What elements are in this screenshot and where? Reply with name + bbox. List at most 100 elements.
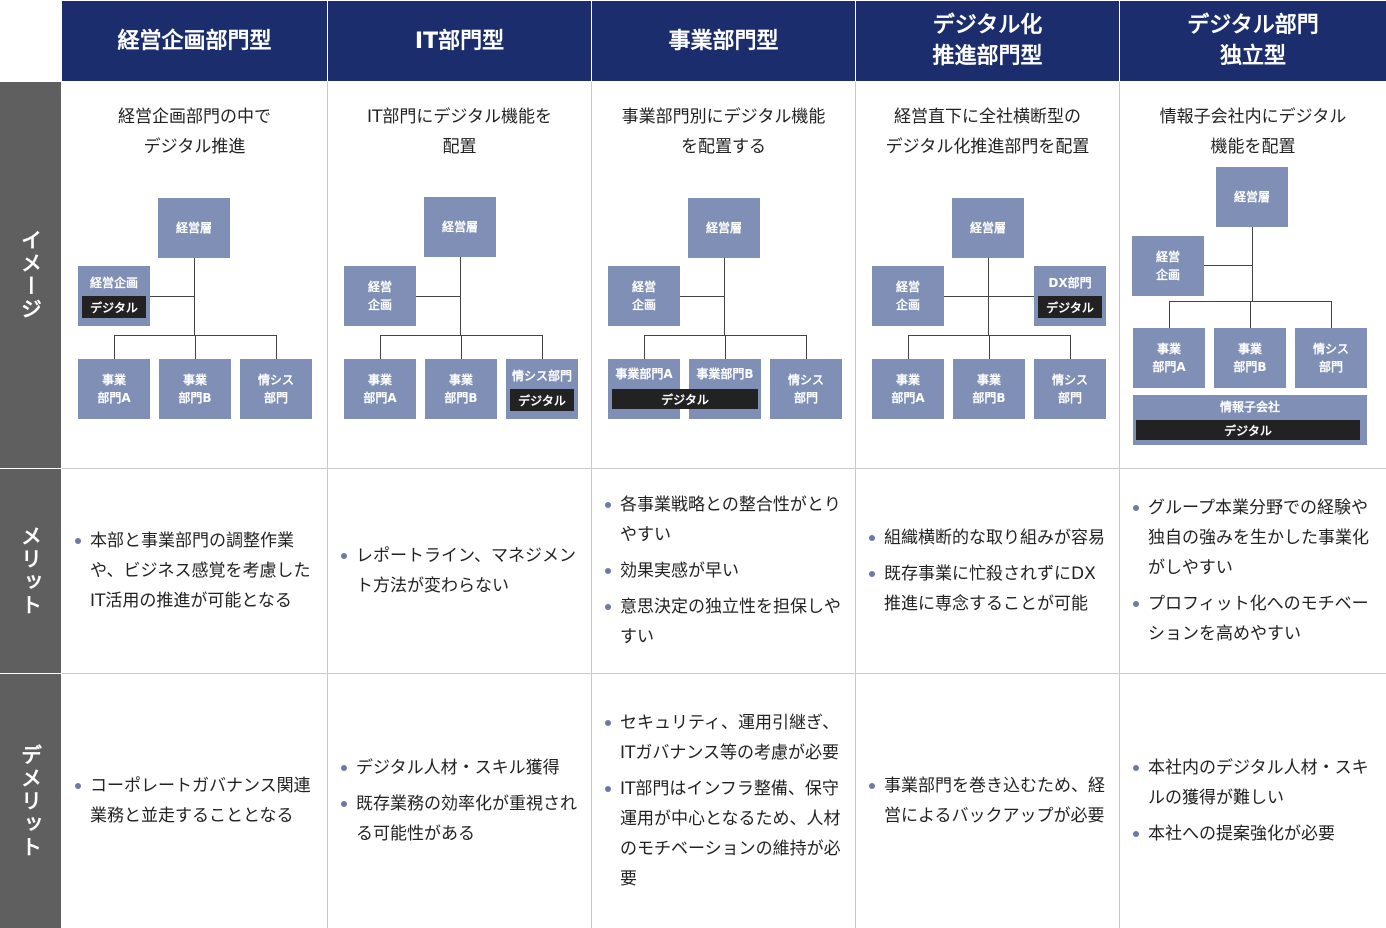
demerit-item: デジタル人材・スキル獲得 [341, 753, 581, 783]
org-box: 情シス 部門 [770, 359, 842, 419]
digital-tag: デジタル [1136, 420, 1360, 440]
org-box: 事業 部門B [425, 359, 497, 419]
org-box: 経営 企画 [872, 266, 944, 326]
connector-line [460, 257, 461, 335]
image-cell: 事業部門別にデジタル機能 を配置する経営層経営 企画事業部門A 事業部門B 情シス … [592, 82, 855, 468]
merit-list: グループ本業分野での経験や独自の強みを生かした事業化がしやすいプロフィット化への… [1120, 469, 1386, 673]
digital-tag: デジタル [82, 296, 146, 318]
connector-line [806, 335, 807, 359]
connector-line [1169, 301, 1170, 328]
connector-line [1250, 301, 1251, 328]
demerit-item: 本社内のデジタル人材・スキルの獲得が難しい [1133, 753, 1376, 813]
column-divider [591, 82, 592, 928]
org-box: 事業 部門A [1133, 328, 1205, 388]
demerit: 本社内のデジタル人材・スキルの獲得が難しい本社への提案強化が必要 [1120, 674, 1386, 928]
demerit-item: コーポレートガバナンス関連業務と並走することとなる [75, 771, 317, 831]
org-box: 事業 部門B [159, 359, 231, 419]
merit-item: グループ本業分野での経験や独自の強みを生かした事業化がしやすい [1133, 493, 1376, 583]
connector-line [908, 335, 909, 359]
org-box: 経営 企画 [608, 266, 680, 326]
column-header: 経営企画部門型 [62, 1, 327, 81]
subsidiary-label: 情報子会社 [1219, 400, 1280, 414]
merit-item: 各事業戦略との整合性がとりやすい [605, 490, 845, 550]
column-header: 事業部門型 [592, 1, 855, 81]
demerit-list: 事業部門を巻き込むため、経営によるバックアップが必要 [856, 674, 1119, 928]
demerit-list: デジタル人材・スキル獲得既存業務の効率化が重視される可能性がある [328, 674, 591, 928]
column-divider [1119, 82, 1120, 928]
connector-line [416, 296, 460, 297]
column-header: IT部門型 [328, 1, 591, 81]
column-header: デジタル化 推進部門型 [856, 1, 1119, 81]
connector-line [542, 335, 543, 359]
connector-line [644, 335, 645, 359]
merit-item: 組織横断的な取り組みが容易 [869, 523, 1109, 553]
org-box: 情シス 部門 [1295, 328, 1367, 388]
row-header-label: デメリット [18, 743, 43, 859]
merit-item: 本部と事業部門の調整作業や、ビジネス感覚を考慮したIT活用の推進が可能となる [75, 526, 317, 616]
demerit: デジタル人材・スキル獲得既存業務の効率化が重視される可能性がある [328, 674, 591, 928]
org-box: 経営層 [1216, 167, 1288, 227]
org-box: 事業 部門B [953, 359, 1025, 419]
demerit-item: 事業部門を巻き込むため、経営によるバックアップが必要 [869, 771, 1109, 831]
org-box: 経営層 [688, 198, 760, 258]
org-box: 事業 部門A [872, 359, 944, 419]
image-description: 事業部門別にデジタル機能 を配置する [621, 107, 826, 157]
column-header: デジタル部門 独立型 [1120, 1, 1386, 81]
demerit-list: 本社内のデジタル人材・スキルの獲得が難しい本社への提案強化が必要 [1120, 674, 1386, 928]
row-header: イメージ [0, 82, 61, 468]
merit: 各事業戦略との整合性がとりやすい効果実感が早い意思決定の独立性を担保しやすい [592, 469, 855, 673]
merit-item: レポートライン、マネジメント方法が変わらない [341, 541, 581, 601]
org-box: 経営層 [424, 197, 496, 257]
org-box: 経営 企画 [1132, 236, 1204, 296]
column-divider [855, 82, 856, 928]
org-box: 情シス 部門 [240, 359, 312, 419]
connector-line [461, 335, 462, 359]
image-description: 情報子会社内にデジタル 機能を配置 [1159, 107, 1347, 157]
image-description: IT部門にデジタル機能を 配置 [366, 107, 553, 157]
connector-line [1252, 227, 1253, 301]
row-header: デメリット [0, 674, 61, 928]
bottom-box-label: 情シス部門 [511, 369, 572, 383]
connector-line [988, 296, 1034, 297]
connector-line [276, 335, 277, 359]
connector-line [194, 258, 195, 335]
org-box: 情シス 部門 [1034, 359, 1106, 419]
row-divider [62, 673, 1386, 674]
merit-list: レポートライン、マネジメント方法が変わらない [328, 469, 591, 673]
bottom-box-label: 事業部門A [615, 367, 673, 381]
merit-list: 本部と事業部門の調整作業や、ビジネス感覚を考慮したIT活用の推進が可能となる [62, 469, 327, 673]
demerit-item: 本社への提案強化が必要 [1133, 819, 1376, 849]
digital-tag: デジタル [612, 389, 758, 409]
demerit: 事業部門を巻き込むため、経営によるバックアップが必要 [856, 674, 1119, 928]
connector-line [1070, 335, 1071, 359]
connector-line [944, 296, 988, 297]
digital-tag: デジタル [510, 389, 574, 411]
merit-list: 各事業戦略との整合性がとりやすい効果実感が早い意思決定の独立性を担保しやすい [592, 469, 855, 673]
merit: 本部と事業部門の調整作業や、ビジネス感覚を考慮したIT活用の推進が可能となる [62, 469, 327, 673]
merit-item: 既存事業に忙殺されずにDX推進に専念することが可能 [869, 559, 1109, 619]
org-box: 事業 部門A [78, 359, 150, 419]
merit-list: 組織横断的な取り組みが容易既存事業に忙殺されずにDX推進に専念することが可能 [856, 469, 1119, 673]
merit: 組織横断的な取り組みが容易既存事業に忙殺されずにDX推進に専念することが可能 [856, 469, 1119, 673]
image-description: 経営企画部門の中で デジタル推進 [118, 107, 271, 157]
connector-line [150, 296, 194, 297]
side-box-label: 経営企画 [89, 276, 138, 290]
bottom-box-label: 事業部門B [696, 367, 754, 381]
side-right-label: DX部門 [1048, 276, 1092, 290]
row-header: メリット [0, 469, 61, 673]
org-box: 経営 企画 [344, 266, 416, 326]
demerit-list: コーポレートガバナンス関連業務と並走することとなる [62, 674, 327, 928]
org-box: 事業 部門A [344, 359, 416, 419]
demerit-item: 既存業務の効率化が重視される可能性がある [341, 789, 581, 849]
demerit-item: セキュリティ、運用引継ぎ、ITガバナンス等の考慮が必要 [605, 708, 845, 768]
org-box: 事業 部門B [1214, 328, 1286, 388]
connector-line [380, 335, 381, 359]
connector-line [114, 335, 115, 359]
